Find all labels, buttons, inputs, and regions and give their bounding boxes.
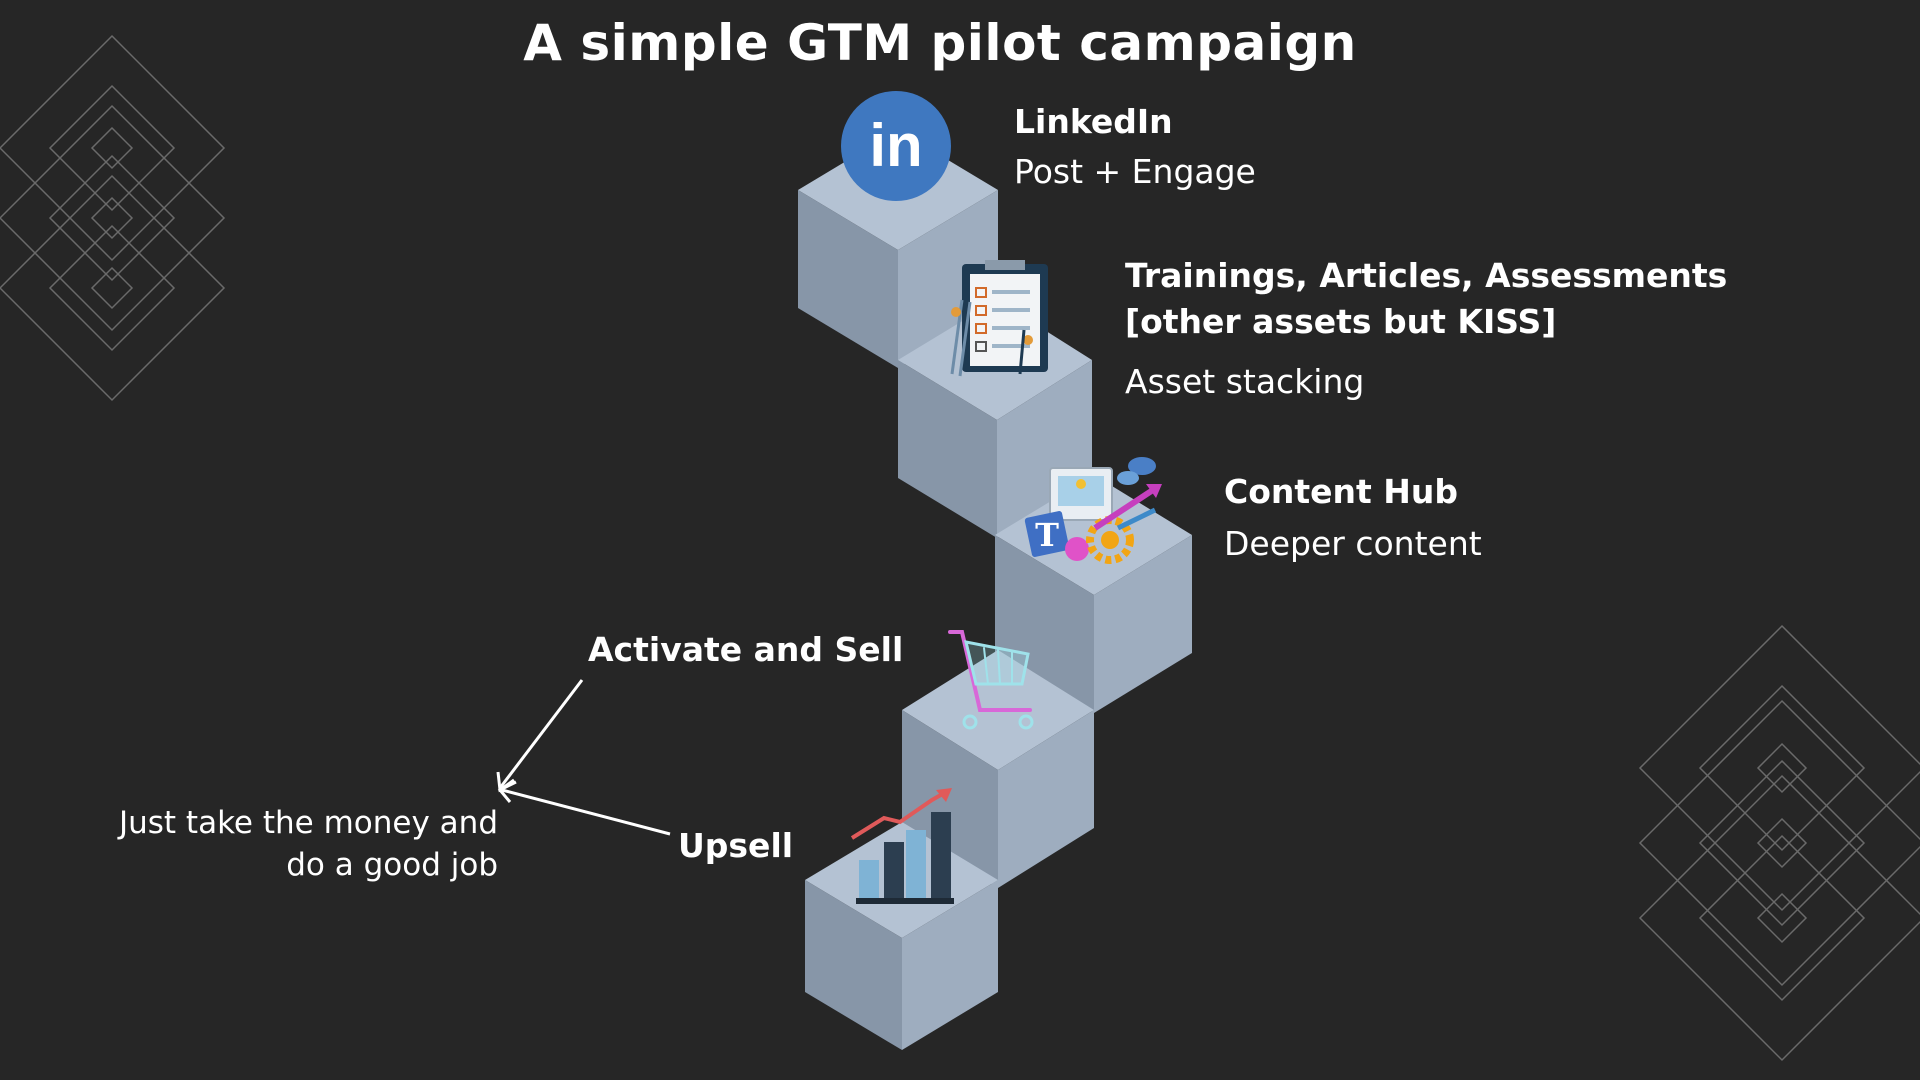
- decorative-diamond: [0, 104, 226, 332]
- step-1-subtext: Post + Engage: [1014, 152, 1256, 191]
- step-cube-3: [995, 475, 1192, 713]
- decorative-diamond: [1756, 742, 1808, 794]
- bar-chart-growth-icon: [850, 788, 954, 904]
- decorative-diamond: [90, 266, 134, 310]
- decorative-diamond: [1698, 684, 1866, 852]
- linkedin-icon: in: [841, 91, 951, 201]
- decorative-diamond: [1638, 774, 1920, 1062]
- arrow-activate-to-note: [496, 679, 584, 793]
- checklist-clipboard-icon: [950, 260, 1048, 377]
- svg-text:T: T: [1035, 516, 1059, 554]
- step-2-subtext: Asset stacking: [1125, 362, 1365, 401]
- decorative-diamond-pattern-left: [0, 34, 226, 402]
- step-4-heading: Activate and Sell: [588, 630, 904, 669]
- arrow-upsell-to-note: [497, 778, 671, 836]
- page-title: A simple GTM pilot campaign: [523, 14, 1357, 72]
- step-3-heading: Content Hub: [1224, 472, 1459, 511]
- decorative-diamond: [1698, 834, 1866, 1002]
- step-2-heading-line2: [other assets but KISS]: [1125, 302, 1557, 341]
- step-2-heading-line1: Trainings, Articles, Assessments: [1125, 256, 1728, 295]
- decorative-diamond-pattern-right: [1638, 624, 1920, 1062]
- decorative-diamond: [0, 34, 226, 262]
- decorative-diamond: [1638, 624, 1920, 912]
- note-line-2: do a good job: [286, 847, 498, 883]
- svg-text:in: in: [869, 112, 922, 179]
- decorative-diamond: [48, 224, 176, 352]
- decorative-diamond: [1638, 699, 1920, 987]
- decorative-diamond: [90, 196, 134, 240]
- step-5-heading: Upsell: [678, 826, 794, 865]
- step-3-subtext: Deeper content: [1224, 524, 1482, 563]
- decorative-diamond: [1756, 817, 1808, 869]
- step-1-heading: LinkedIn: [1014, 102, 1173, 141]
- content-media-icon: T: [1024, 457, 1162, 564]
- note-line-1: Just take the money and: [118, 805, 498, 841]
- shopping-cart-icon: [948, 630, 1034, 730]
- decorative-diamond: [1756, 892, 1808, 944]
- decorative-diamond: [48, 154, 176, 282]
- note-text: Just take the money and do a good job: [40, 802, 498, 886]
- decorative-diamond: [90, 126, 134, 170]
- decorative-diamond: [48, 84, 176, 212]
- decorative-diamond: [1698, 759, 1866, 927]
- decorative-diamond: [0, 174, 226, 402]
